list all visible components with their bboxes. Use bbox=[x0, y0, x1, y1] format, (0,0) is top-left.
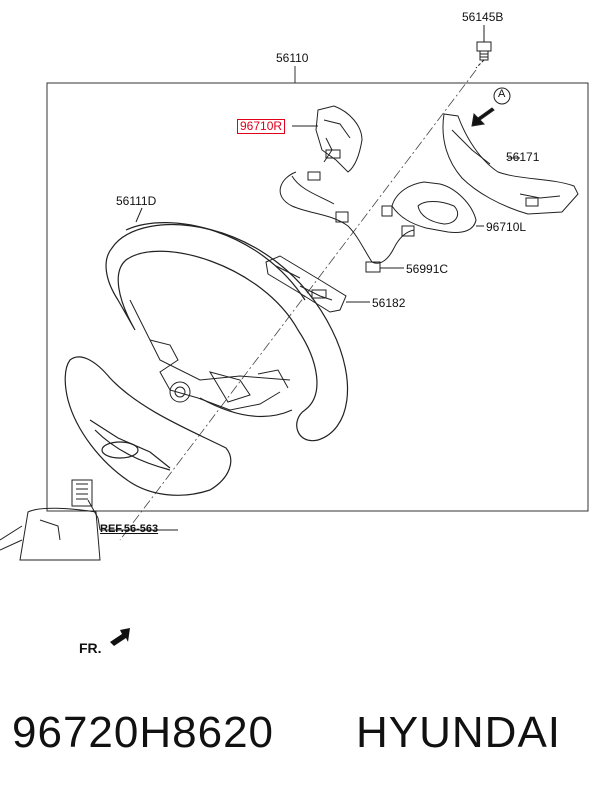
view-arrow bbox=[471, 87, 511, 127]
lower-cover bbox=[64, 356, 232, 496]
label-column-ref: REF.56-563 bbox=[100, 523, 159, 535]
left-switch bbox=[381, 181, 484, 233]
wire-harness bbox=[279, 171, 415, 273]
part-number: 96720H8620 bbox=[12, 708, 275, 757]
clock-spring bbox=[265, 255, 370, 313]
label-left-switch: 96710L bbox=[486, 220, 527, 234]
leader-56111D bbox=[135, 207, 143, 223]
label-front: FR. bbox=[79, 640, 102, 656]
right-switch bbox=[292, 105, 363, 173]
steering-column bbox=[0, 479, 178, 561]
label-clock-spring: 56182 bbox=[372, 296, 406, 310]
bolt-part bbox=[475, 25, 492, 69]
label-harness: 56991C bbox=[406, 262, 449, 276]
label-assembly: 56110 bbox=[276, 51, 309, 65]
steering-wheel-rim bbox=[105, 222, 349, 442]
wheel-hub bbox=[129, 299, 291, 411]
center-axis bbox=[119, 69, 477, 541]
label-view-marker: A bbox=[498, 88, 506, 100]
fr-arrow bbox=[110, 628, 130, 646]
assembly-frame bbox=[46, 82, 589, 512]
label-right-switch: 96710R bbox=[237, 119, 286, 134]
label-cover: 56171 bbox=[506, 150, 540, 164]
label-wheel: 56111D bbox=[116, 194, 157, 208]
back-cover bbox=[442, 113, 579, 215]
brand-name: HYUNDAI bbox=[356, 708, 562, 757]
label-bolt: 56145B bbox=[462, 10, 504, 24]
